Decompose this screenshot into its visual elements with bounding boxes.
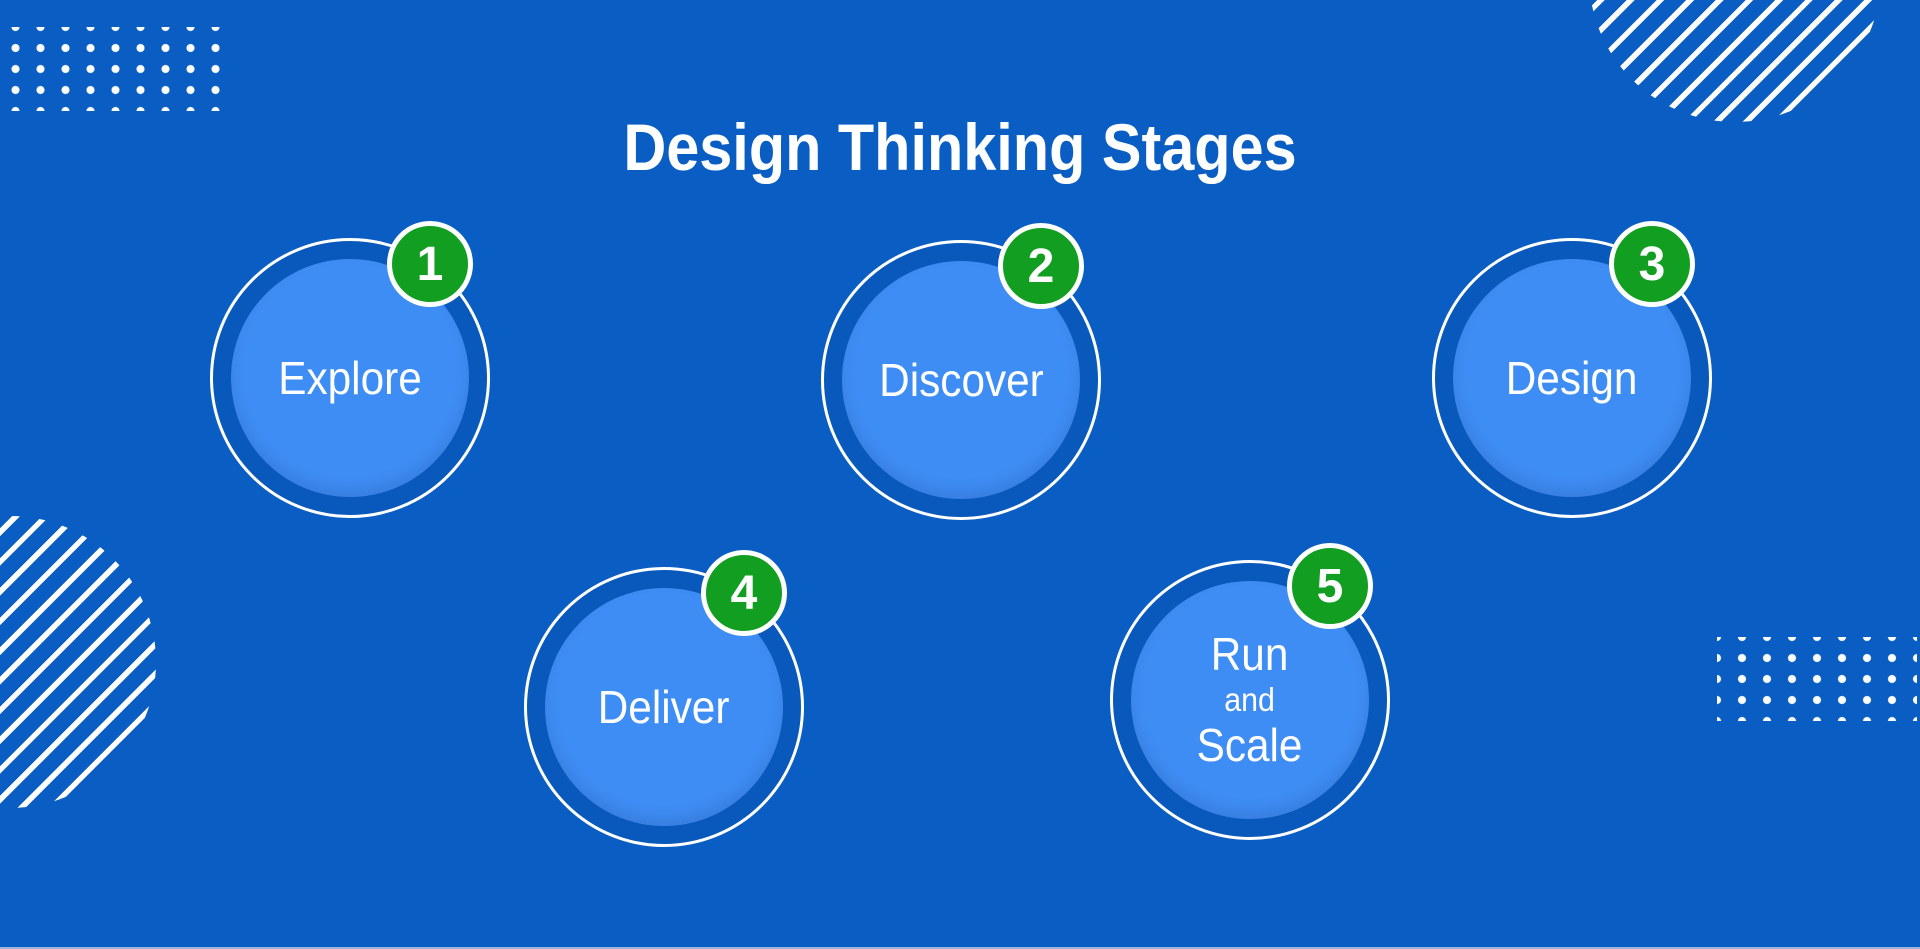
stage-label: Deliver xyxy=(598,680,730,733)
stage-label-line: Scale xyxy=(1197,718,1303,771)
page-title: Design Thinking Stages xyxy=(623,110,1297,185)
stage-number-badge: 3 xyxy=(1609,221,1695,307)
stage-number-badge: 1 xyxy=(387,221,473,307)
stage-label: Design xyxy=(1506,351,1638,404)
striped-circle-top-right xyxy=(1589,0,1881,122)
stage-label-line: Run xyxy=(1211,628,1289,681)
stage-label: Run and Scale xyxy=(1197,628,1303,772)
stage-discover: Discover 2 xyxy=(821,223,1101,520)
stage-explore: Explore 1 xyxy=(210,221,490,518)
stage-number-badge: 2 xyxy=(998,223,1084,309)
dots-pattern-top-left xyxy=(3,27,228,111)
striped-circle-bottom-left xyxy=(0,516,156,808)
stage-label: Explore xyxy=(278,351,422,404)
stage-label: Discover xyxy=(878,353,1044,406)
stage-number-badge: 5 xyxy=(1287,543,1373,629)
dots-pattern-bottom-right xyxy=(1717,637,1917,721)
stage-run-and-scale: Run and Scale 5 xyxy=(1110,543,1390,840)
stage-deliver: Deliver 4 xyxy=(524,550,804,847)
stage-number-badge: 4 xyxy=(701,550,787,636)
stage-label-line: and xyxy=(1224,681,1276,719)
bottom-edge-line xyxy=(0,947,1920,949)
stage-design: Design 3 xyxy=(1432,221,1712,518)
